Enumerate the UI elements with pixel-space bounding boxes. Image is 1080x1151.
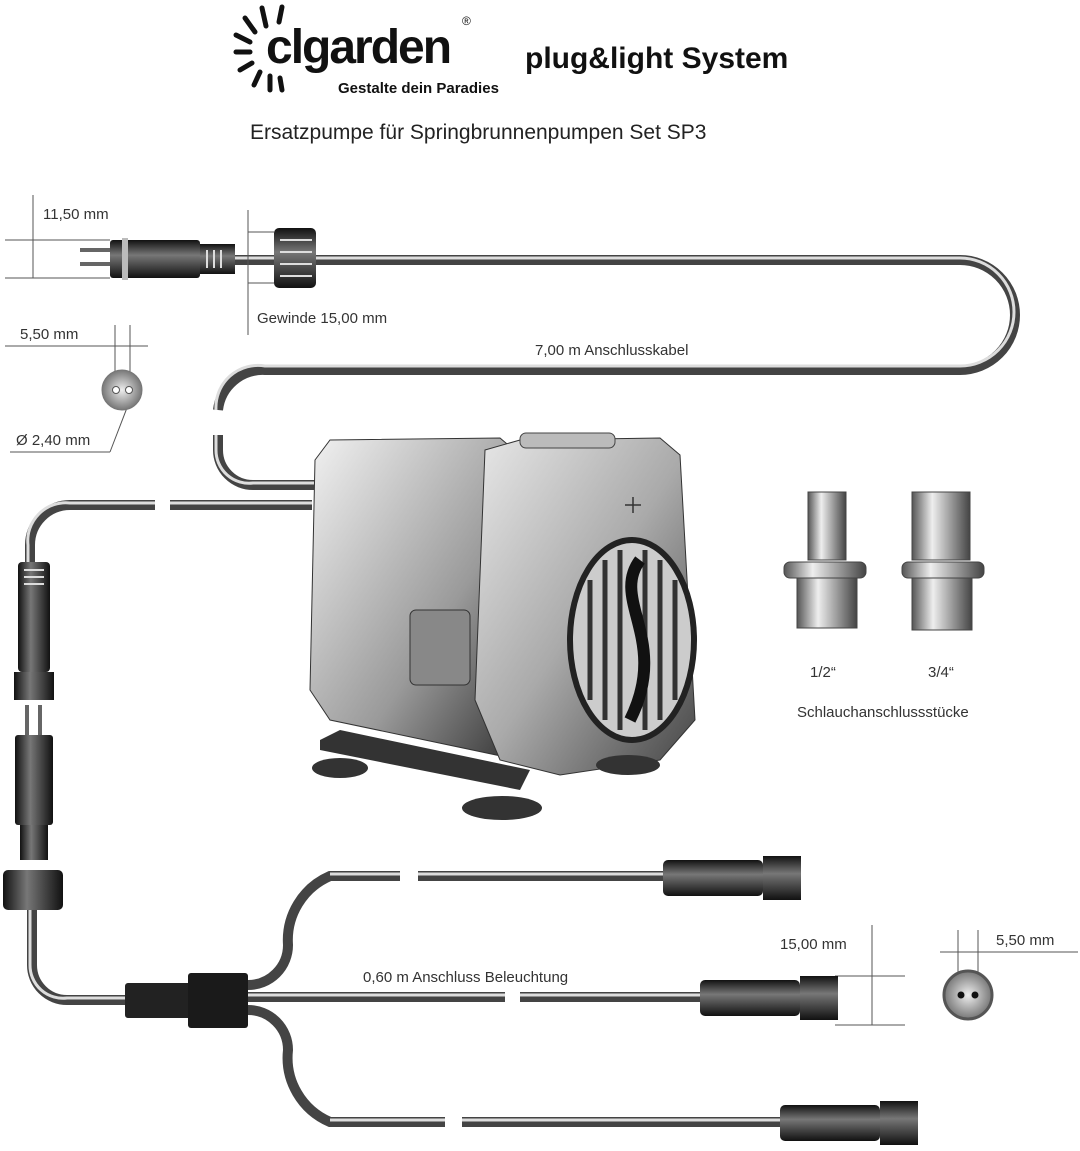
socket-top	[663, 856, 801, 900]
socket-diameter-label: 15,00 mm	[780, 936, 847, 953]
pin-diameter-label: Ø 2,40 mm	[16, 432, 91, 449]
adapter-three-quarter-label: 3/4“	[928, 664, 954, 681]
adapter-three-quarter-inch	[901, 491, 985, 631]
dimension-lines	[5, 195, 1078, 1026]
logo-brand: clgarden	[266, 21, 452, 74]
logo-sun-icon	[233, 4, 285, 93]
socket-bottom	[780, 1101, 918, 1145]
cables	[25, 255, 1020, 1127]
top-plug	[80, 228, 316, 288]
pin-spacing-right-label: 5,50 mm	[996, 932, 1055, 949]
adapter-half-label: 1/2“	[810, 664, 836, 681]
socket-middle	[700, 976, 838, 1020]
plug-diameter-label: 11,50 mm	[43, 206, 109, 223]
splitter	[125, 973, 248, 1028]
pump	[309, 432, 697, 820]
logo-registered: ®	[462, 14, 471, 28]
product-subtitle: Ersatzpumpe für Springbrunnenpumpen Set …	[250, 121, 707, 144]
thread-label: Gewinde 15,00 mm	[257, 310, 388, 327]
adapters-caption: Schlauchanschlussstücke	[797, 704, 969, 721]
light-cable-label: 0,60 m Anschluss Beleuchtung	[363, 969, 569, 986]
left-connector-chain	[3, 562, 63, 910]
pin-face-left	[101, 369, 143, 411]
system-title: plug&light System	[525, 42, 789, 75]
adapter-half-inch	[783, 491, 867, 629]
main-cable-label: 7,00 m Anschlusskabel	[535, 342, 689, 359]
plus-icon	[625, 497, 641, 513]
socket-face-right	[942, 969, 994, 1021]
pin-spacing-left-label: 5,50 mm	[20, 326, 79, 343]
logo-tagline: Gestalte dein Paradies	[338, 80, 499, 97]
